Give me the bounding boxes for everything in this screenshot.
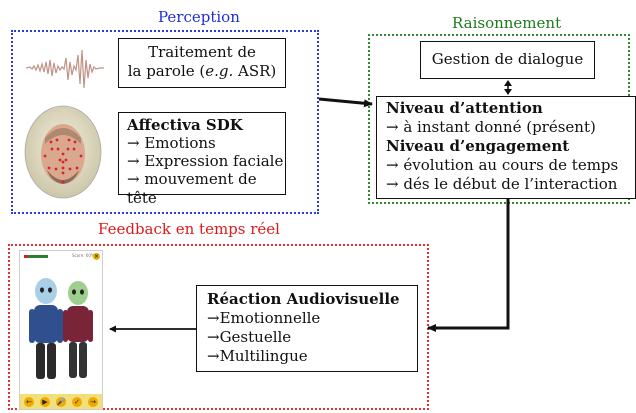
sdk-item: → Expression faciale bbox=[127, 152, 284, 170]
score-label: Score: 60% bbox=[72, 253, 95, 258]
avatar-app-screen: Score: 60% × ← ▶ 🎤 ✓ → bbox=[19, 250, 103, 410]
play-icon[interactable]: ▶ bbox=[40, 397, 50, 407]
raisonnement-title: Raisonnement bbox=[452, 14, 562, 32]
forward-icon[interactable]: → bbox=[88, 397, 98, 407]
affectiva-sdk-box: Affectiva SDK → Emotions → Expression fa… bbox=[118, 112, 286, 207]
engagement-title: Niveau d’engagement bbox=[386, 137, 570, 155]
reaction-item: →Gestuelle bbox=[207, 328, 292, 346]
reaction-item: →Emotionnelle bbox=[207, 309, 321, 327]
speech-processing-box: Traitement de la parole (e.g. ASR) bbox=[118, 38, 286, 88]
perception-container bbox=[11, 30, 319, 214]
sdk-item: → mouvement de tête bbox=[127, 170, 257, 207]
check-icon[interactable]: ✓ bbox=[72, 397, 82, 407]
asr-line-2: la parole (e.g. ASR) bbox=[127, 62, 277, 80]
arrow-perception-to-reasoning bbox=[318, 97, 373, 108]
asr-line-1: Traitement de bbox=[148, 43, 256, 61]
attention-title: Niveau d’attention bbox=[386, 99, 543, 117]
sdk-item: → Emotions bbox=[127, 134, 216, 152]
avatars-illustration bbox=[29, 278, 93, 379]
perception-title: Perception bbox=[158, 8, 240, 26]
engagement-item: → évolution au cours de temps bbox=[386, 156, 619, 174]
feedback-title: Feedback en temps réel bbox=[98, 220, 280, 238]
face-tracking-icon bbox=[24, 105, 102, 199]
reaction-item: →Multilingue bbox=[207, 347, 308, 365]
control-bar: ← ▶ 🎤 ✓ → bbox=[20, 394, 102, 409]
progress-bar bbox=[24, 255, 48, 258]
audiovisual-reaction-box: Réaction Audiovisuelle →Emotionnelle →Ge… bbox=[196, 285, 418, 372]
reaction-title: Réaction Audiovisuelle bbox=[207, 290, 400, 308]
sdk-title: Affectiva SDK bbox=[127, 116, 243, 134]
engagement-box: Niveau d’attention → à instant donné (pr… bbox=[376, 96, 636, 199]
back-icon[interactable]: ← bbox=[24, 397, 34, 407]
waveform-icon bbox=[25, 49, 104, 89]
microphone-icon[interactable]: 🎤 bbox=[56, 397, 66, 407]
progress-bar-marker bbox=[24, 255, 28, 258]
attention-item: → à instant donné (présent) bbox=[386, 118, 596, 136]
engagement-item: → dés le début de l’interaction bbox=[386, 175, 618, 193]
dialogue-label: Gestion de dialogue bbox=[431, 50, 584, 68]
close-icon[interactable]: × bbox=[93, 253, 100, 260]
dialogue-management-box: Gestion de dialogue bbox=[420, 41, 595, 79]
arrow-reasoning-to-reaction bbox=[427, 199, 510, 332]
